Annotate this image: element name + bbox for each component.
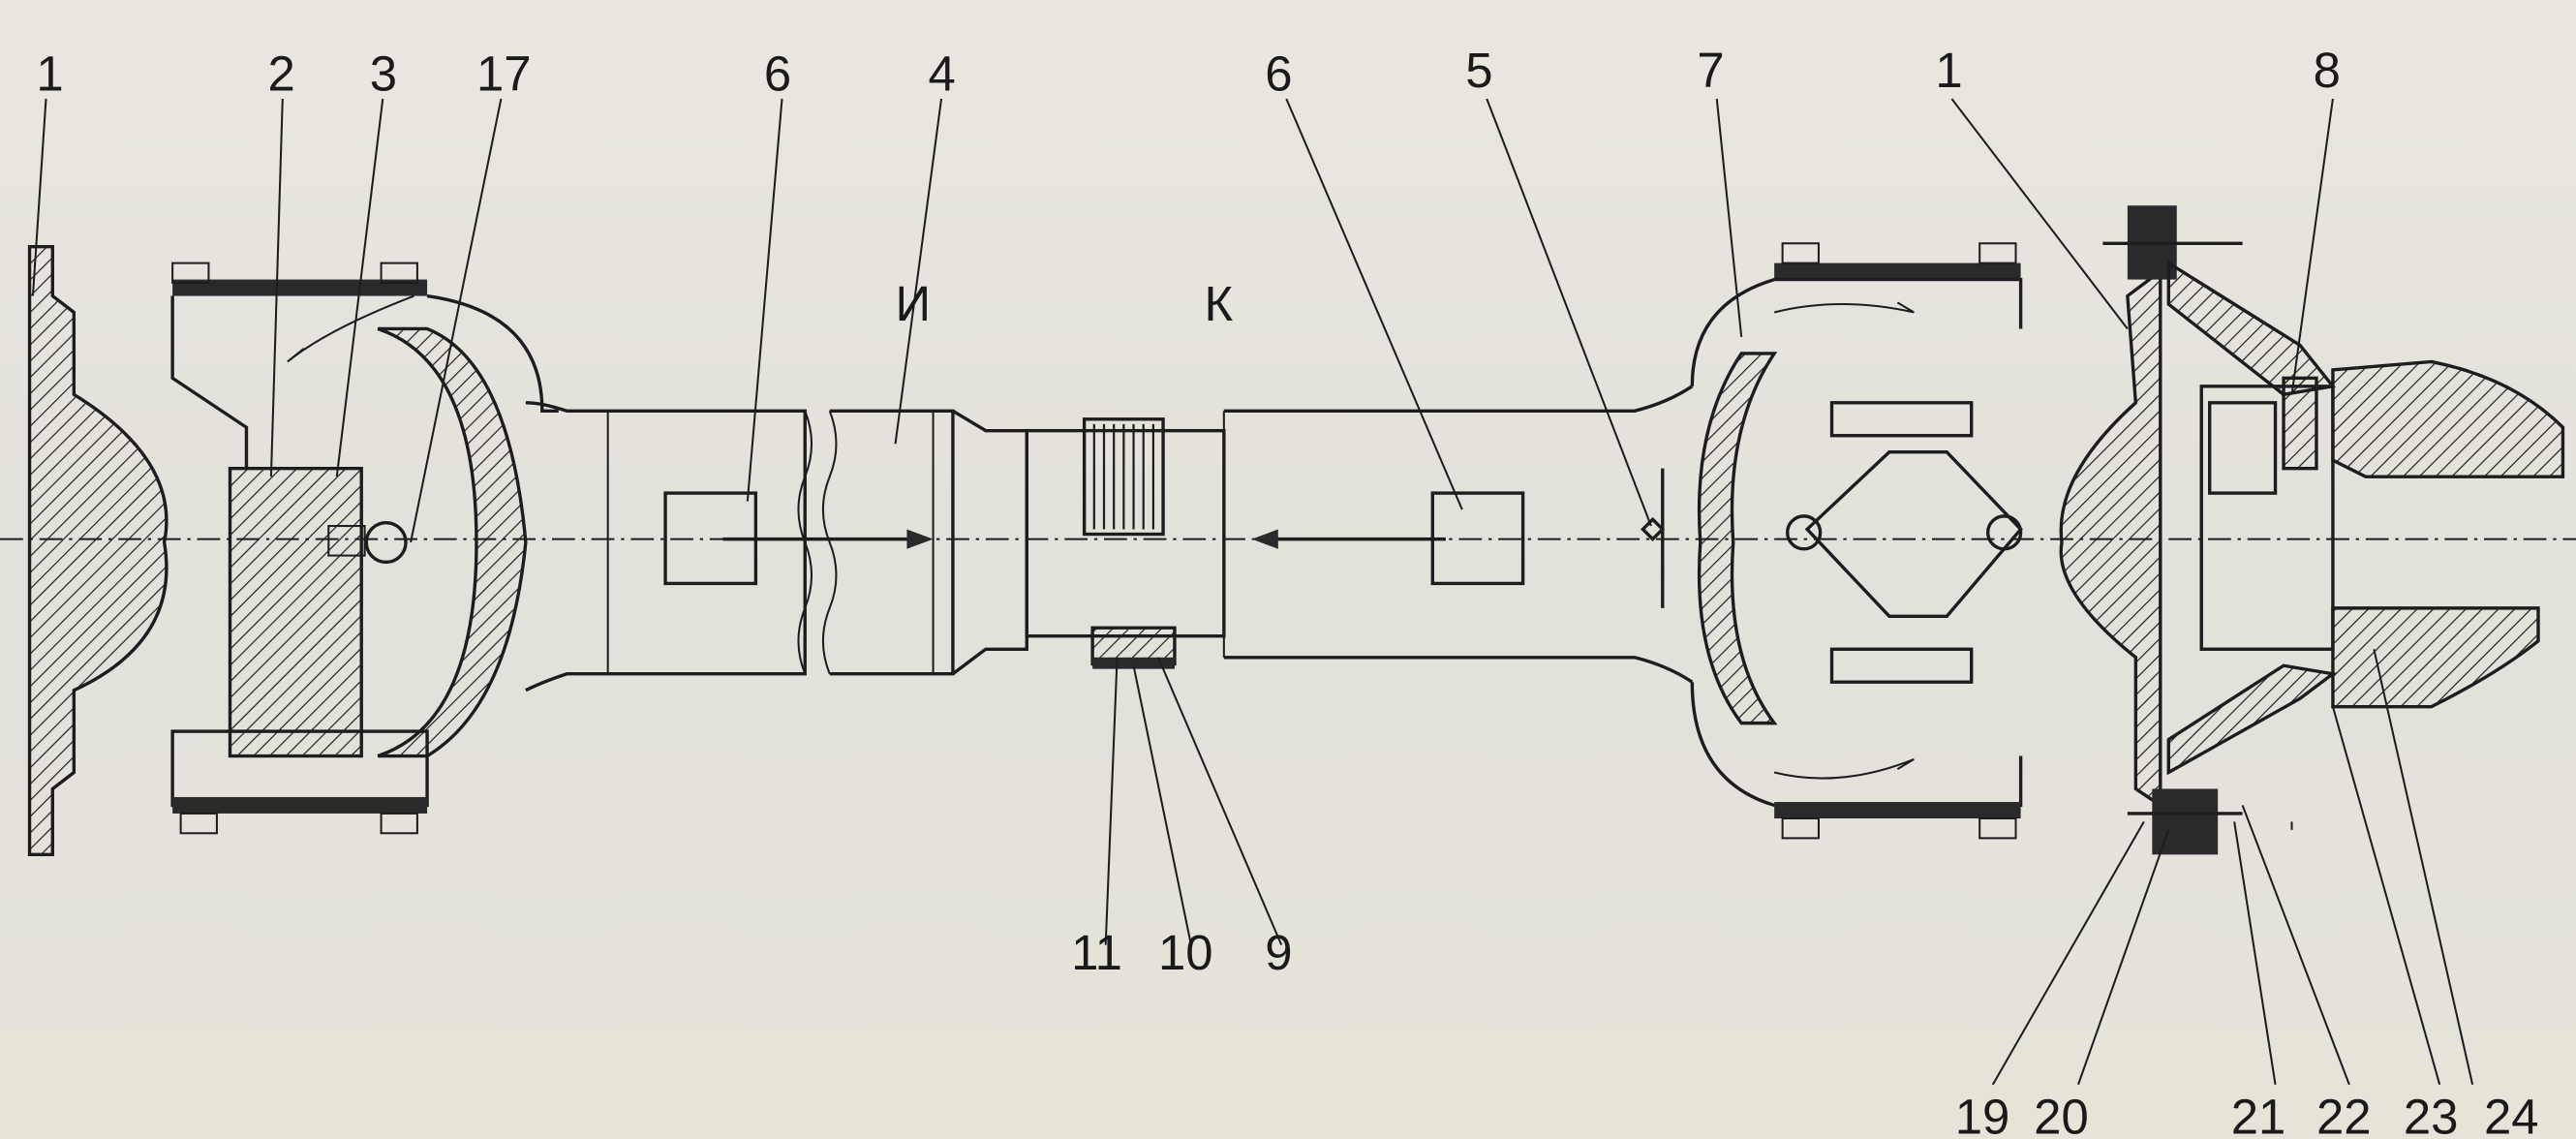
label-24: 24 [2484, 1090, 2539, 1139]
right-universal-joint [1690, 242, 2023, 840]
flow-arrows [287, 294, 1915, 780]
label-2: 2 [268, 46, 295, 101]
label-flow-K: К [1204, 276, 1233, 331]
label-7: 7 [1697, 43, 1724, 98]
label-10: 10 [1158, 925, 1213, 980]
label-1-right: 1 [1935, 43, 1962, 98]
label-6-left: 6 [764, 46, 791, 101]
label-flow-I: И [896, 276, 932, 331]
label-20: 20 [2034, 1090, 2089, 1139]
label-22: 22 [2316, 1090, 2372, 1139]
label-1-left: 1 [36, 46, 63, 101]
label-19: 19 [1955, 1090, 2010, 1139]
label-4: 4 [928, 46, 955, 101]
label-6-right: 6 [1265, 46, 1292, 101]
shaft-tube-left [525, 401, 1028, 693]
spline-coupling [1025, 417, 1226, 669]
label-3: 3 [370, 46, 397, 101]
left-universal-joint [170, 262, 559, 835]
right-flange-housing [2059, 205, 2565, 855]
shaft-tube-right [1222, 385, 1694, 684]
label-21: 21 [2231, 1090, 2286, 1139]
label-11: 11 [1071, 925, 1122, 980]
leader-lines [31, 98, 2474, 1086]
left-flange [27, 244, 169, 857]
label-17: 17 [476, 46, 532, 101]
label-8: 8 [2314, 43, 2341, 98]
part-labels: 1 2 3 17 6 4 6 5 7 1 8 И К 11 10 9 19 20… [36, 43, 2538, 1139]
label-23: 23 [2404, 1090, 2459, 1139]
label-5: 5 [1465, 43, 1492, 98]
label-9: 9 [1265, 925, 1292, 980]
